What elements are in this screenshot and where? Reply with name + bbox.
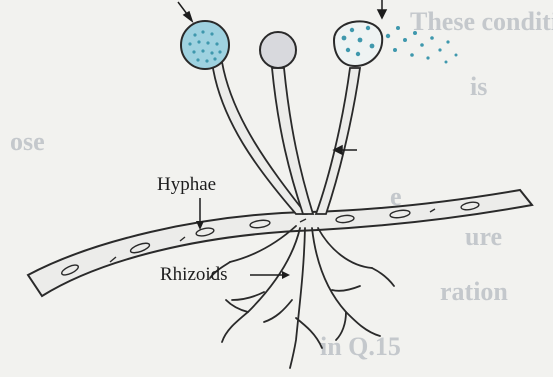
- svg-text:ure: ure: [465, 222, 502, 251]
- svg-text:ose: ose: [10, 127, 45, 156]
- sporangium-mature: [181, 21, 229, 69]
- hyphae-label: Hyphae: [157, 174, 216, 195]
- svg-text:is: is: [470, 72, 487, 101]
- sporangium-young: [260, 32, 296, 68]
- svg-text:ration: ration: [440, 277, 508, 306]
- sporangiophores: [212, 62, 360, 214]
- svg-text:These conditions are: These conditions are: [410, 7, 553, 36]
- rhizoids-label: Rhizoids: [160, 264, 228, 285]
- sporangium-bursting: [334, 21, 382, 66]
- rhizoids-label-group: Rhizoids: [160, 264, 290, 285]
- svg-text:in Q.15: in Q.15: [320, 332, 401, 361]
